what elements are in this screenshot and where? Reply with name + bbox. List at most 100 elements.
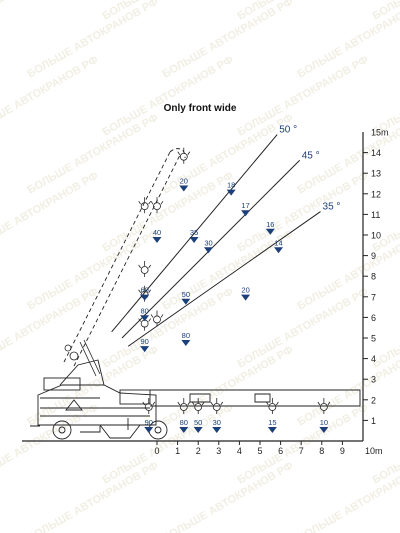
boom-load-marker: 20: [241, 286, 251, 301]
x-tick-label: 6: [278, 446, 283, 456]
x-tick-label: 3: [216, 446, 221, 456]
diagram-title: Only front wide: [163, 103, 237, 114]
load-triangle: [204, 247, 213, 254]
load-triangle: [181, 298, 191, 305]
y-tick-label: 7: [371, 292, 376, 302]
watermark-text: БОЛЬШЕ АВТОКРАНОВ РФ: [26, 0, 161, 81]
load-value: 90: [145, 418, 153, 427]
load-value: 18: [227, 181, 235, 190]
y-tick-label: 11: [371, 210, 380, 220]
boom-load-marker: 35: [189, 228, 199, 243]
y-tick-label: 14: [371, 148, 381, 158]
load-triangle: [179, 427, 189, 433]
load-value: 50: [194, 418, 202, 427]
load-value: 80: [180, 418, 188, 427]
ground-load-marker: 90: [142, 398, 156, 433]
boom-load-marker: 60: [140, 286, 150, 301]
y-tick-label: 3: [371, 375, 376, 385]
hook-icon: [150, 197, 164, 214]
boom-load-marker: 40: [152, 228, 162, 243]
load-triangle: [212, 427, 222, 433]
hook-icon: [150, 310, 164, 327]
load-triangle: [267, 427, 277, 433]
hook-icon: [138, 197, 151, 214]
y-tick-label: 2: [371, 395, 376, 405]
boom-load-marker: 14: [274, 238, 284, 254]
load-value: 50: [182, 290, 190, 299]
hook-icon: [210, 398, 224, 414]
y-tick-label: 5: [371, 334, 376, 344]
y-tick-label: 9: [371, 251, 376, 261]
load-value: 15: [268, 418, 276, 427]
angle-line: [127, 211, 321, 347]
watermark-text: БОЛЬШЕ АВТОКРАНОВ РФ: [371, 402, 400, 487]
load-value: 30: [204, 238, 212, 247]
boom-load-marker: 16: [265, 220, 275, 235]
load-triangle: [140, 315, 150, 322]
load-triangle: [152, 237, 162, 243]
angle-line: [111, 134, 278, 333]
watermark-text: БОЛЬШЕ АВТОКРАНОВ РФ: [26, 460, 161, 533]
y-tick-label: 8: [371, 272, 376, 282]
x-tick-label: 0: [154, 446, 159, 456]
load-triangle: [241, 210, 251, 217]
load-value: 30: [213, 418, 221, 427]
ground-load-marker: 30: [210, 398, 224, 433]
watermark-text: БОЛЬШЕ АВТОКРАНОВ РФ: [161, 0, 296, 81]
load-triangle: [319, 427, 329, 433]
boom-load-marker: 30: [204, 238, 213, 254]
load-value: 16: [266, 220, 274, 229]
load-value: 10: [320, 418, 328, 427]
x-tick-label: 8: [319, 446, 324, 456]
boom-load-marker: 18: [226, 181, 236, 196]
crane-boom-retracted: [64, 339, 101, 377]
x-tick-label: 7: [299, 446, 304, 456]
hook-icon: [266, 398, 279, 414]
y-tick-label: 1: [371, 416, 376, 426]
y-tick-label: 4: [371, 354, 376, 364]
watermark-text: БОЛЬШЕ АВТОКРАНОВ РФ: [0, 0, 100, 23]
load-value: 90: [140, 337, 148, 346]
load-triangle: [181, 340, 191, 346]
load-triangle: [140, 294, 150, 301]
boom-load-marker: 90: [140, 337, 150, 353]
hook-icon: [177, 398, 191, 414]
load-triangle: [241, 294, 251, 301]
ground-load-marker: 15: [266, 398, 279, 433]
boom-load-marker: 80: [181, 331, 191, 346]
crane-truck: [30, 359, 361, 440]
angle-label: 45 °: [302, 150, 320, 161]
load-value: 17: [241, 201, 249, 210]
load-value: 80: [182, 331, 190, 340]
load-triangle: [193, 427, 203, 433]
crane-boom-extended: [63, 148, 186, 367]
y-tick-label: 13: [371, 169, 381, 179]
angle-label: 35 °: [323, 202, 341, 213]
x-tick-label: 4: [237, 446, 242, 456]
boom-load-marker: 50: [181, 290, 191, 305]
boom-load-marker: 20: [179, 177, 189, 192]
load-value: 60: [140, 286, 148, 295]
load-triangle: [140, 346, 150, 353]
x-tick-label: 9: [340, 446, 345, 456]
load-value: 20: [241, 286, 249, 295]
x-tick-label: 5: [257, 446, 262, 456]
x-tick-label: 1: [175, 446, 180, 456]
ground-load-marker: 50: [191, 398, 205, 433]
watermark-text: БОЛЬШЕ АВТОКРАНОВ РФ: [161, 460, 296, 533]
load-value: 14: [274, 238, 282, 247]
angle-label: 50 °: [279, 125, 297, 136]
x-axis-unit: 10m: [365, 446, 383, 456]
ground-load-marker: 10: [317, 398, 331, 433]
load-value: 35: [190, 228, 198, 237]
load-value: 80: [140, 306, 148, 315]
load-value: 20: [180, 177, 188, 186]
watermark-text: БОЛЬШЕ АВТОКРАНОВ РФ: [371, 54, 400, 139]
load-triangle: [144, 427, 154, 433]
load-triangle: [265, 228, 275, 235]
hook-icon: [317, 398, 331, 414]
hook-icon: [142, 398, 156, 414]
hook-icon: [177, 147, 191, 164]
